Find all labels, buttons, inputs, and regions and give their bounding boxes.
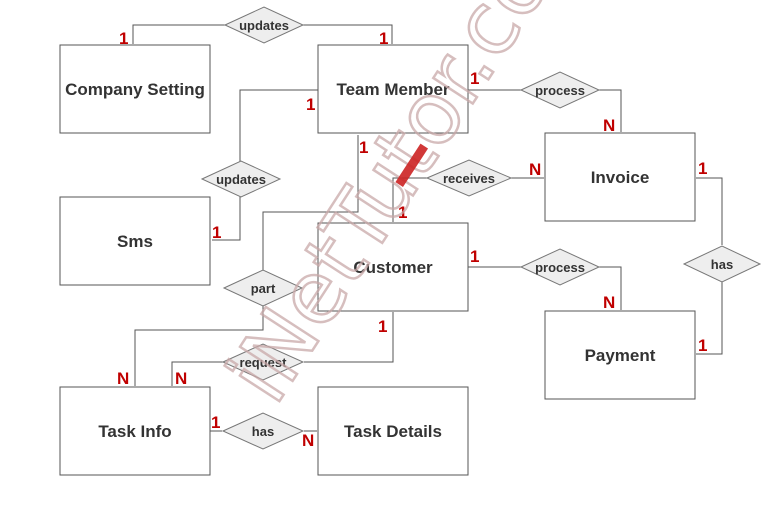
entity-label: Invoice [591,168,650,187]
cardinality-payment-has: 1 [698,336,707,355]
relationship-label: receives [443,171,495,186]
relationship-has-right[interactable]: has [682,245,762,283]
connector-request-taskinfo [171,361,223,386]
connector-part-taskinfo [134,304,264,386]
relationship-label: updates [216,172,266,187]
connectors [132,24,723,432]
entity-label: Task Info [98,422,171,441]
cardinality-taskinfo-has: 1 [211,413,220,432]
connector-team-updates-left [239,89,318,162]
relationship-updates-top[interactable]: updates [223,6,305,44]
relationship-process-payment[interactable]: process [519,248,601,286]
connector-process-payment [599,266,622,310]
connector-has-payment [696,282,723,355]
connector-customer-receives [392,177,427,222]
cardinality-sms-updates: 1 [212,223,221,242]
relationship-request[interactable]: request [221,343,305,381]
cardinality-taskinfo-request: N [175,369,187,388]
entity-company-setting[interactable]: Company Setting [59,44,211,134]
relationship-label: process [535,260,585,275]
entity-sms[interactable]: Sms [59,196,211,286]
cardinality-customer-process: 1 [470,247,479,266]
connector-company-updates [132,24,225,44]
connector-updates-team [303,24,393,44]
entity-task-details[interactable]: Task Details [317,386,469,476]
entity-label: Task Details [344,422,442,441]
relationship-updates-left[interactable]: updates [200,160,282,198]
relationship-label: updates [239,18,289,33]
connector-process-invoice [599,89,622,132]
watermark-accent [395,143,429,188]
relationship-receives[interactable]: receives [425,159,513,197]
cardinality-invoice-receives: N [529,160,541,179]
cardinality-taskdetails-has: N [302,431,314,450]
cardinality-team-process: 1 [470,69,479,88]
entity-label: Team Member [336,80,449,99]
entity-label: Payment [585,346,656,365]
entity-customer[interactable]: Customer [317,222,469,312]
connector-customer-request [304,312,394,363]
relationship-process-invoice[interactable]: process [519,71,601,109]
entity-label: Customer [353,258,433,277]
relationship-label: has [711,257,733,272]
entity-invoice[interactable]: Invoice [544,132,696,222]
cardinality-team-updates: 1 [379,29,388,48]
cardinality-customer-request: 1 [378,317,387,336]
relationship-has-bottom[interactable]: has [221,412,305,450]
relationship-label: process [535,83,585,98]
relationship-part[interactable]: part [222,269,304,307]
cardinality-team-part: 1 [359,138,368,157]
relationship-label: part [251,281,276,296]
connector-updates-sms [212,196,241,241]
cardinality-payment-process: N [603,293,615,312]
cardinality-customer-receives: 1 [398,203,407,222]
entity-label: Sms [117,232,153,251]
entity-task-info[interactable]: Task Info [59,386,211,476]
relationship-label: request [240,355,288,370]
connector-invoice-has [696,177,723,245]
relationship-label: has [252,424,274,439]
entity-team-member[interactable]: Team Member [317,44,469,134]
entity-label: Company Setting [65,80,205,99]
cardinality-team-sms: 1 [306,95,315,114]
cardinality-invoice-process: N [603,116,615,135]
cardinality-taskinfo-part: N [117,369,129,388]
entity-payment[interactable]: Payment [544,310,696,400]
cardinality-company-updates: 1 [119,29,128,48]
cardinality-invoice-has: 1 [698,159,707,178]
connector-team-part [262,135,359,272]
cardinalities: 1 1 1 N 1 1 1 N 1 1 1 N 1 1 N N 1 N [117,29,707,450]
